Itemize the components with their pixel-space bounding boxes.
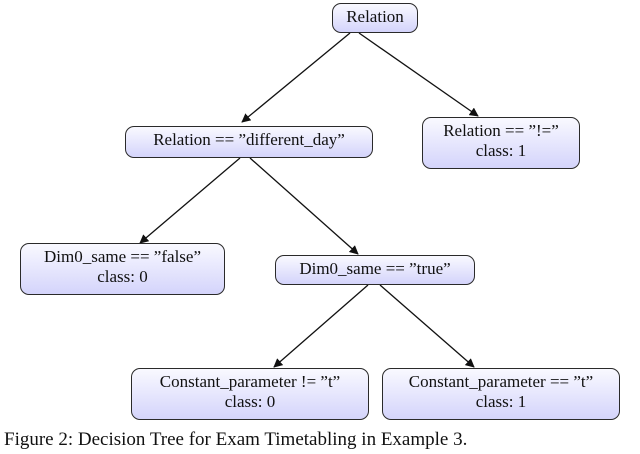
edge-root-to-different-day <box>241 32 351 123</box>
leaf-constant-not-equal-class: class: 0 <box>224 392 276 411</box>
leaf-not-equal-label: Relation == ”!=” <box>443 121 559 140</box>
node-dim0-true-label: Dim0_same == ”true” <box>299 259 451 278</box>
leaf-constant-equal-class: class: 1 <box>475 392 527 411</box>
leaf-constant-parameter-not-equal: Constant_parameter != ”t” class: 0 <box>131 368 369 420</box>
leaf-constant-equal-label: Constant_parameter == ”t” <box>408 372 594 391</box>
node-relation-different-day: Relation == ”different_day” <box>125 126 373 158</box>
leaf-dim0-false-label: Dim0_same == ”false” <box>43 247 201 266</box>
edge-root-to-not-equal <box>358 32 479 117</box>
figure-caption: Figure 2: Decision Tree for Exam Timetab… <box>4 429 468 450</box>
leaf-constant-parameter-equal: Constant_parameter == ”t” class: 1 <box>382 368 620 420</box>
edge-different-day-to-false <box>139 157 241 244</box>
node-relation-root: Relation <box>332 3 418 33</box>
node-relation-root-label: Relation <box>346 7 404 26</box>
edge-different-day-to-true <box>249 157 359 255</box>
leaf-constant-not-equal-label: Constant_parameter != ”t” <box>159 372 341 391</box>
leaf-dim0-false-class: class: 0 <box>97 267 148 286</box>
edge-true-to-constant-equal <box>379 284 475 368</box>
leaf-relation-not-equal: Relation == ”!=” class: 1 <box>422 117 580 169</box>
node-dim0-same-true: Dim0_same == ”true” <box>275 255 475 285</box>
edge-true-to-constant-not-equal <box>273 284 369 368</box>
leaf-dim0-same-false: Dim0_same == ”false” class: 0 <box>20 243 225 295</box>
node-different-day-label: Relation == ”different_day” <box>153 130 345 149</box>
decision-tree-edges <box>139 32 479 368</box>
leaf-not-equal-class: class: 1 <box>475 141 527 160</box>
